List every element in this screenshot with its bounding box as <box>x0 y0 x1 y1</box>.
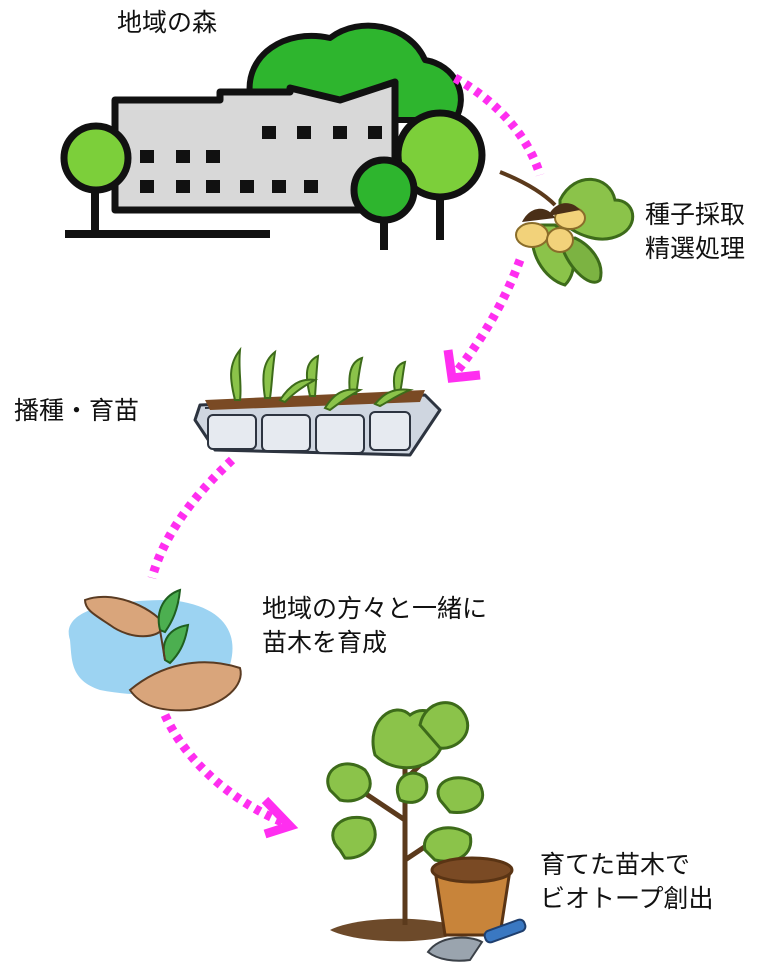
plant-pot-icon <box>430 856 514 937</box>
arrow-forest-to-seed <box>452 74 545 177</box>
building-with-trees-icon <box>60 22 486 250</box>
oak-sapling-icon <box>326 701 485 942</box>
arrowhead-seed-to-sowing <box>443 349 481 383</box>
biotope-label-line2: ビオトープ創出 <box>540 884 714 913</box>
arrowheads <box>261 349 481 839</box>
biotope-label: 育てた苗木で ビオトープ創出 <box>540 848 714 916</box>
flow-arrows <box>147 74 545 827</box>
seed-label-line1: 種子採取 <box>645 200 746 229</box>
arrow-sowing-to-growing <box>147 456 236 580</box>
growing-label-line2: 苗木を育成 <box>262 628 388 657</box>
arrowhead-growing-to-biotope <box>261 796 299 839</box>
hands-with-seedlings-icon <box>68 588 242 712</box>
forest-label: 地域の森 <box>117 6 217 40</box>
forest-label-text: 地域の森 <box>117 8 218 37</box>
arrow-growing-to-biotope <box>160 713 284 827</box>
growing-label-line1: 地域の方々と一緒に <box>262 594 488 623</box>
acorn-branch-icon <box>499 170 635 287</box>
growing-label: 地域の方々と一緒に 苗木を育成 <box>262 592 487 660</box>
seed-label: 種子採取 精選処理 <box>645 198 745 266</box>
sowing-label-text: 播種・育苗 <box>14 396 140 425</box>
biotope-label-line1: 育てた苗木で <box>540 850 691 879</box>
sowing-label: 播種・育苗 <box>14 394 139 428</box>
seedling-tray-icon <box>193 346 442 457</box>
seed-label-line2: 精選処理 <box>645 234 746 263</box>
arrow-seed-to-sowing <box>454 258 525 373</box>
trowel-icon <box>426 918 527 962</box>
